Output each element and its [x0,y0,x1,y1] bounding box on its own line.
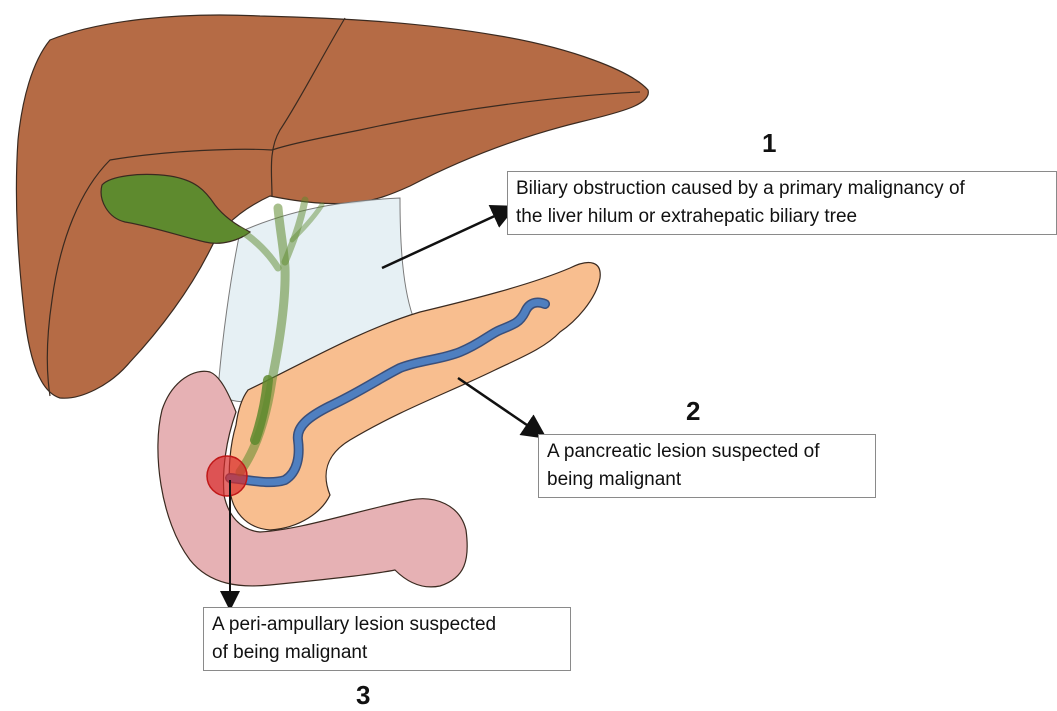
arrow-annotation-2 [458,378,543,436]
annotation-number-1: 1 [762,128,776,159]
annotation-box-3: A peri-ampullary lesion suspected of bei… [203,607,571,671]
annotation-2-line-1: A pancreatic lesion suspected of [547,438,867,466]
arrow-annotation-1 [382,208,512,268]
annotation-box-1: Biliary obstruction caused by a primary … [507,171,1057,235]
ampulla-lesion-marker [207,456,247,496]
annotation-3-line-1: A peri-ampullary lesion suspected [212,611,562,639]
annotation-number-2: 2 [686,396,700,427]
annotation-1-line-1: Biliary obstruction caused by a primary … [516,175,1048,203]
annotation-number-3: 3 [356,680,370,711]
annotation-3-line-2: of being malignant [212,639,562,667]
annotation-1-line-2: the liver hilum or extrahepatic biliary … [516,203,1048,231]
annotation-2-line-2: being malignant [547,466,867,494]
annotation-box-2: A pancreatic lesion suspected of being m… [538,434,876,498]
